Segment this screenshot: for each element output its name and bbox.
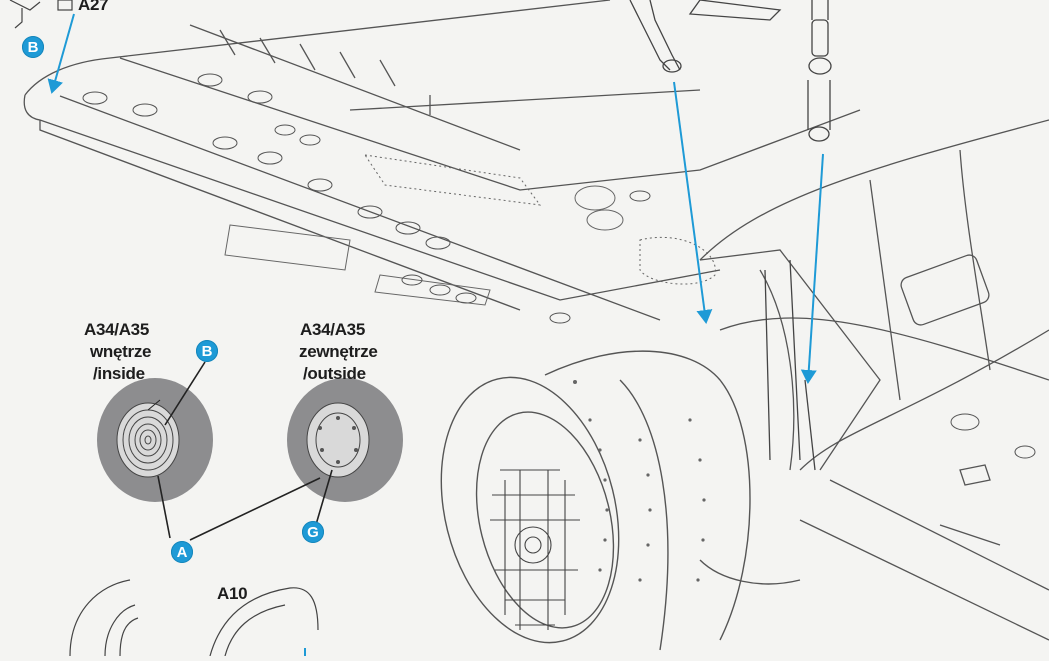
badge-b-top: B [22, 36, 44, 58]
badge-b-wheel: B [196, 340, 218, 362]
wheel-inside [97, 378, 213, 502]
cowling-rivets [573, 380, 706, 582]
part-label-a10: A10 [217, 584, 248, 603]
wing-outline [23, 0, 861, 321]
badge-a-wheels: A [171, 541, 193, 563]
badge-g-hub: G [302, 521, 324, 543]
wheel-outside [287, 378, 403, 502]
wheel-outside-word: zewnętrze [299, 342, 378, 361]
access-panels [224, 154, 716, 306]
fuselage [699, 119, 1049, 471]
part-a27-sketch [9, 0, 73, 29]
assembly-arrows [47, 13, 824, 656]
wheel-inside-word: wnętrze [90, 342, 152, 361]
engine-cylinders [490, 469, 580, 630]
landing-gear-struts [629, 0, 832, 471]
wing-holes [82, 73, 1036, 459]
wheel-outside-code: A34/A35 [300, 320, 365, 339]
wheel-inside-en: /inside [93, 364, 145, 383]
right-wing [799, 329, 1049, 641]
engine-cowling [440, 350, 801, 651]
wheel-inside-code: A34/A35 [84, 320, 149, 339]
bottom-parts [69, 579, 319, 657]
leader-lines [157, 361, 333, 541]
part-label-a27: A27 [78, 0, 109, 14]
wheel-outside-en: /outside [303, 364, 366, 383]
